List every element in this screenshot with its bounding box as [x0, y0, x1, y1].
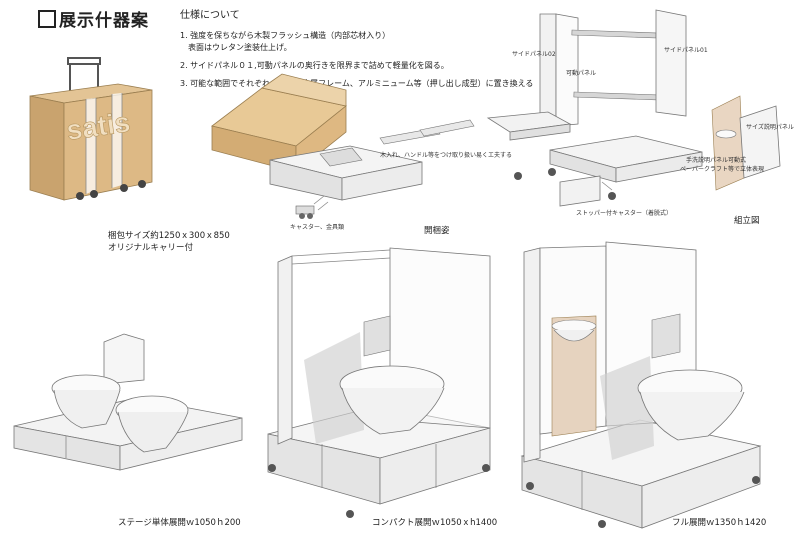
label-desc-note-2: ペーパークラフト等で立体表現 — [680, 166, 764, 173]
compact-caption: コンパクト展開ｗ1050ｘh1400 — [372, 518, 498, 528]
label-stopper-casters: ストッパー付キャスター（着脱式） — [576, 210, 673, 217]
stage-sketch — [13, 333, 243, 471]
label-desc-panel: サイズ説明パネル — [746, 124, 794, 131]
label-desc-note-1: 手洗説明パネル可動式 — [686, 157, 747, 164]
spec-item-3: 3. 可能な範囲でそれぞれの部品を金属フレーム、アルミニューム等（押し出し成型）… — [180, 79, 534, 88]
spec-heading: 仕様について — [180, 10, 240, 21]
spec-item-2: 2. サイドパネル０１,可動パネルの奥行きを限界まで詰めて軽量化を図る。 — [180, 61, 449, 70]
spec-block: 仕様について 1. 強度を保ちながら木製フラッシュ構造（内部芯材入り） 表面はウ… — [180, 10, 533, 94]
compact-sketch — [267, 247, 491, 518]
assembly-sketch — [486, 9, 781, 207]
unpacked-caption: 開梱姿 — [424, 226, 450, 236]
label-movable-panel: 可動パネル — [566, 70, 597, 77]
stage-caption: ステージ単体展開ｗ1050ｈ200 — [118, 518, 241, 528]
full-caption: フル展開ｗ1350ｈ1420 — [672, 518, 767, 528]
title-box-icon — [38, 10, 56, 28]
assembly-caption: 組立図 — [734, 216, 760, 226]
unpacked-note: 木入れ、ハンドル等をつけ取り扱い易くエ夫する — [380, 152, 513, 159]
spec-item-1: 1. 強度を保ちながら木製フラッシュ構造（内部芯材入り） — [180, 31, 391, 40]
label-side-panel-01: サイドパネル01 — [664, 47, 708, 54]
page-title: 展示什器案 — [38, 6, 149, 31]
label-side-panel-02: サイドパネル02 — [512, 51, 556, 58]
unpacked-sketch — [211, 73, 475, 219]
packing-caption-2: オリジナルキャリー付 — [108, 243, 194, 253]
packing-caption-1: 梱包サイズ約1250ｘ300ｘ850 — [108, 231, 230, 241]
packing-box-sketch: satis — [29, 57, 153, 201]
spec-item-1b: 表面はウレタン塗装仕上げ。 — [188, 43, 292, 52]
unpacked-casters: キャスター、金具類 — [290, 224, 344, 231]
full-sketch — [520, 241, 762, 529]
